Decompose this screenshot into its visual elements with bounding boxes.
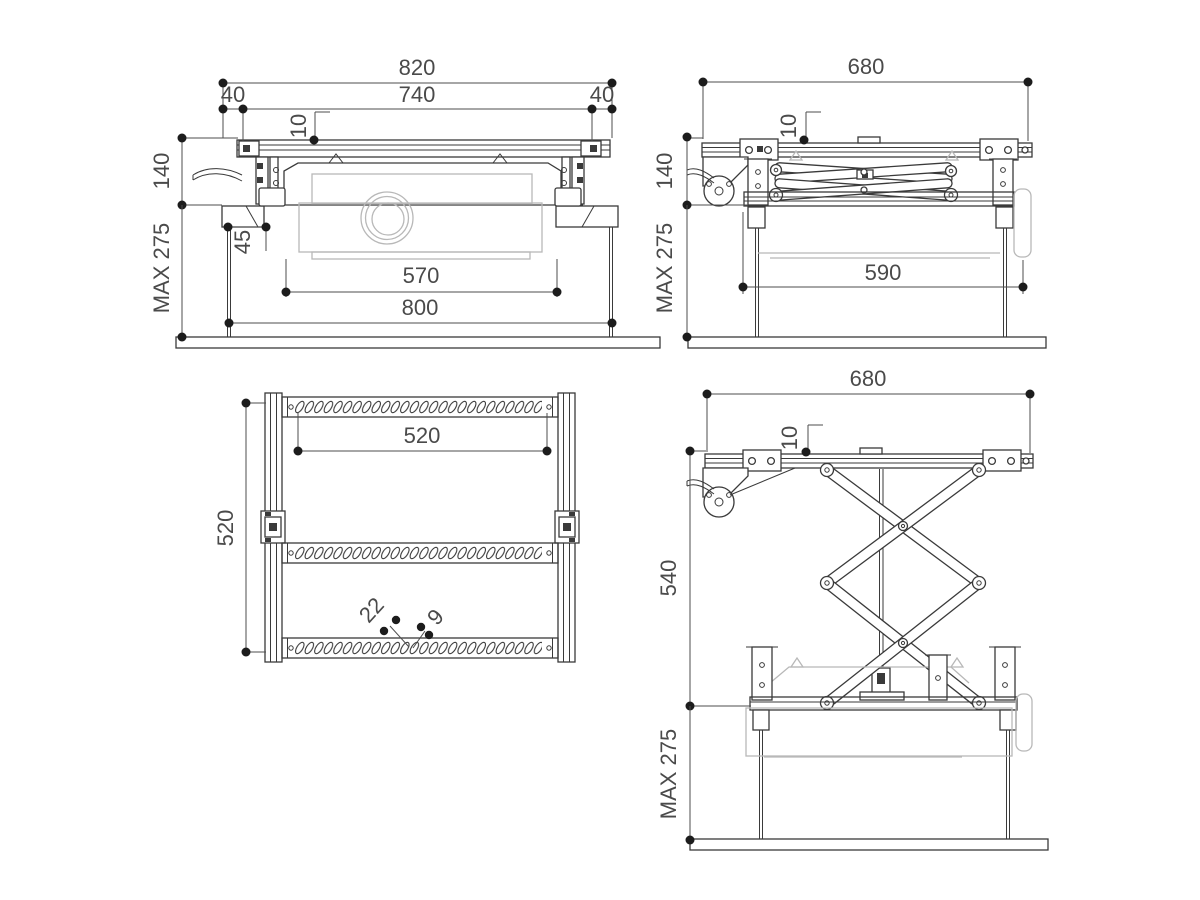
- ceiling-panel-line: [687, 336, 1047, 349]
- right-bracket: [554, 156, 585, 207]
- ceiling-rail: [236, 139, 611, 158]
- dim-label-740: 740: [399, 82, 436, 107]
- side-view-extended: 680 10 540 MAX 275: [656, 366, 1049, 851]
- dim-label-10: 10: [776, 114, 801, 138]
- lower-frame: [743, 191, 1015, 337]
- dim-label-9: 9: [422, 604, 449, 630]
- rail-center-clip: [857, 136, 881, 144]
- left-bracket: [255, 156, 286, 207]
- rail-center-clip: [859, 447, 883, 455]
- dim-slot-span-520: 520: [293, 413, 552, 456]
- dim-max-drop-275: MAX 275: [149, 205, 187, 342]
- housing-hints: [769, 656, 970, 684]
- dim-overall-depth-680: 680: [702, 366, 1035, 453]
- housing: [262, 153, 583, 206]
- clip-marker: [491, 153, 509, 164]
- mount-channels: [744, 158, 1017, 206]
- crank-handle: [192, 168, 243, 182]
- dim-label-22: 22: [354, 593, 389, 628]
- dim-label-max-275: MAX 275: [652, 223, 677, 314]
- side-view-closed: 680 10 140 MAX 275 590: [652, 54, 1047, 349]
- dim-label-140: 140: [149, 153, 174, 190]
- rail-clip-left: [260, 510, 286, 544]
- dim-label-max-275: MAX 275: [656, 729, 681, 820]
- ceiling-panel-line: [689, 838, 1049, 851]
- dim-label-45: 45: [230, 230, 255, 254]
- projector-outline: [745, 693, 1033, 758]
- projector-outline: [298, 173, 543, 260]
- scissor-extended: [819, 462, 987, 711]
- projector-outline: [758, 188, 1032, 259]
- dim-frame-depth-520: 520: [213, 398, 266, 657]
- dim-label-40-right: 40: [590, 82, 614, 107]
- dim-label-520-vertical: 520: [213, 510, 238, 547]
- lens-icon: [360, 191, 414, 245]
- clip-marker: [944, 149, 960, 161]
- dim-overall-depth-680: 680: [698, 54, 1033, 141]
- mount-channels: [746, 646, 1021, 701]
- dim-rod-span-800: 800: [224, 295, 617, 328]
- dim-unit-height-140: 140: [149, 133, 238, 210]
- ceiling-panel-line: [175, 336, 661, 349]
- dim-label-590: 590: [865, 260, 902, 285]
- ceiling-rail: [701, 136, 1033, 161]
- slotted-rail-bottom: [281, 637, 559, 659]
- dim-rod-inset-45: 45: [223, 222, 271, 254]
- dim-label-max-275: MAX 275: [149, 223, 174, 314]
- scissor-collapsed: [768, 162, 959, 203]
- dim-label-140: 140: [652, 153, 677, 190]
- slotted-rail-top: [281, 396, 559, 418]
- rail-clip-right: [554, 510, 580, 544]
- dim-label-680: 680: [848, 54, 885, 79]
- dim-bracket-inset-10: 10: [776, 111, 821, 145]
- lower-frame: [749, 696, 1018, 839]
- clip-marker: [788, 149, 804, 161]
- dim-label-10: 10: [286, 114, 311, 138]
- slotted-rail-middle: [281, 542, 559, 564]
- ceiling-rail: [704, 447, 1034, 472]
- dim-inner-width-740: 40 740 40: [218, 82, 617, 141]
- winch-assembly: [686, 156, 749, 207]
- front-view: 820 40 740 40 10 140 MAX 2: [149, 55, 661, 349]
- dim-label-570: 570: [403, 263, 440, 288]
- winch-handle: [686, 168, 715, 179]
- dim-label-10: 10: [777, 426, 802, 450]
- dim-max-drop-275: MAX 275: [652, 205, 692, 342]
- dim-label-540: 540: [656, 560, 681, 597]
- winch-assembly: [686, 467, 796, 518]
- drive-rod: [859, 469, 905, 701]
- dim-label-680: 680: [850, 366, 887, 391]
- dim-bracket-inset-10: 10: [286, 111, 330, 145]
- plan-view: 520 520 22 9: [213, 392, 580, 663]
- dim-body-width-570: 570: [281, 259, 562, 297]
- dim-max-drop-275: MAX 275: [656, 706, 695, 845]
- dim-overall-width-820: 820: [218, 55, 617, 138]
- dim-label-40-left: 40: [221, 82, 245, 107]
- dim-extended-height-540: 540: [656, 446, 751, 711]
- dim-bracket-inset-10: 10: [777, 424, 823, 457]
- dim-label-820: 820: [399, 55, 436, 80]
- dim-frame-depth-590: 590: [738, 212, 1028, 294]
- mount-plates: [221, 205, 619, 228]
- dim-label-800: 800: [402, 295, 439, 320]
- clip-marker: [327, 153, 345, 164]
- dim-label-520-horizontal: 520: [404, 423, 441, 448]
- winch-handle: [686, 479, 715, 490]
